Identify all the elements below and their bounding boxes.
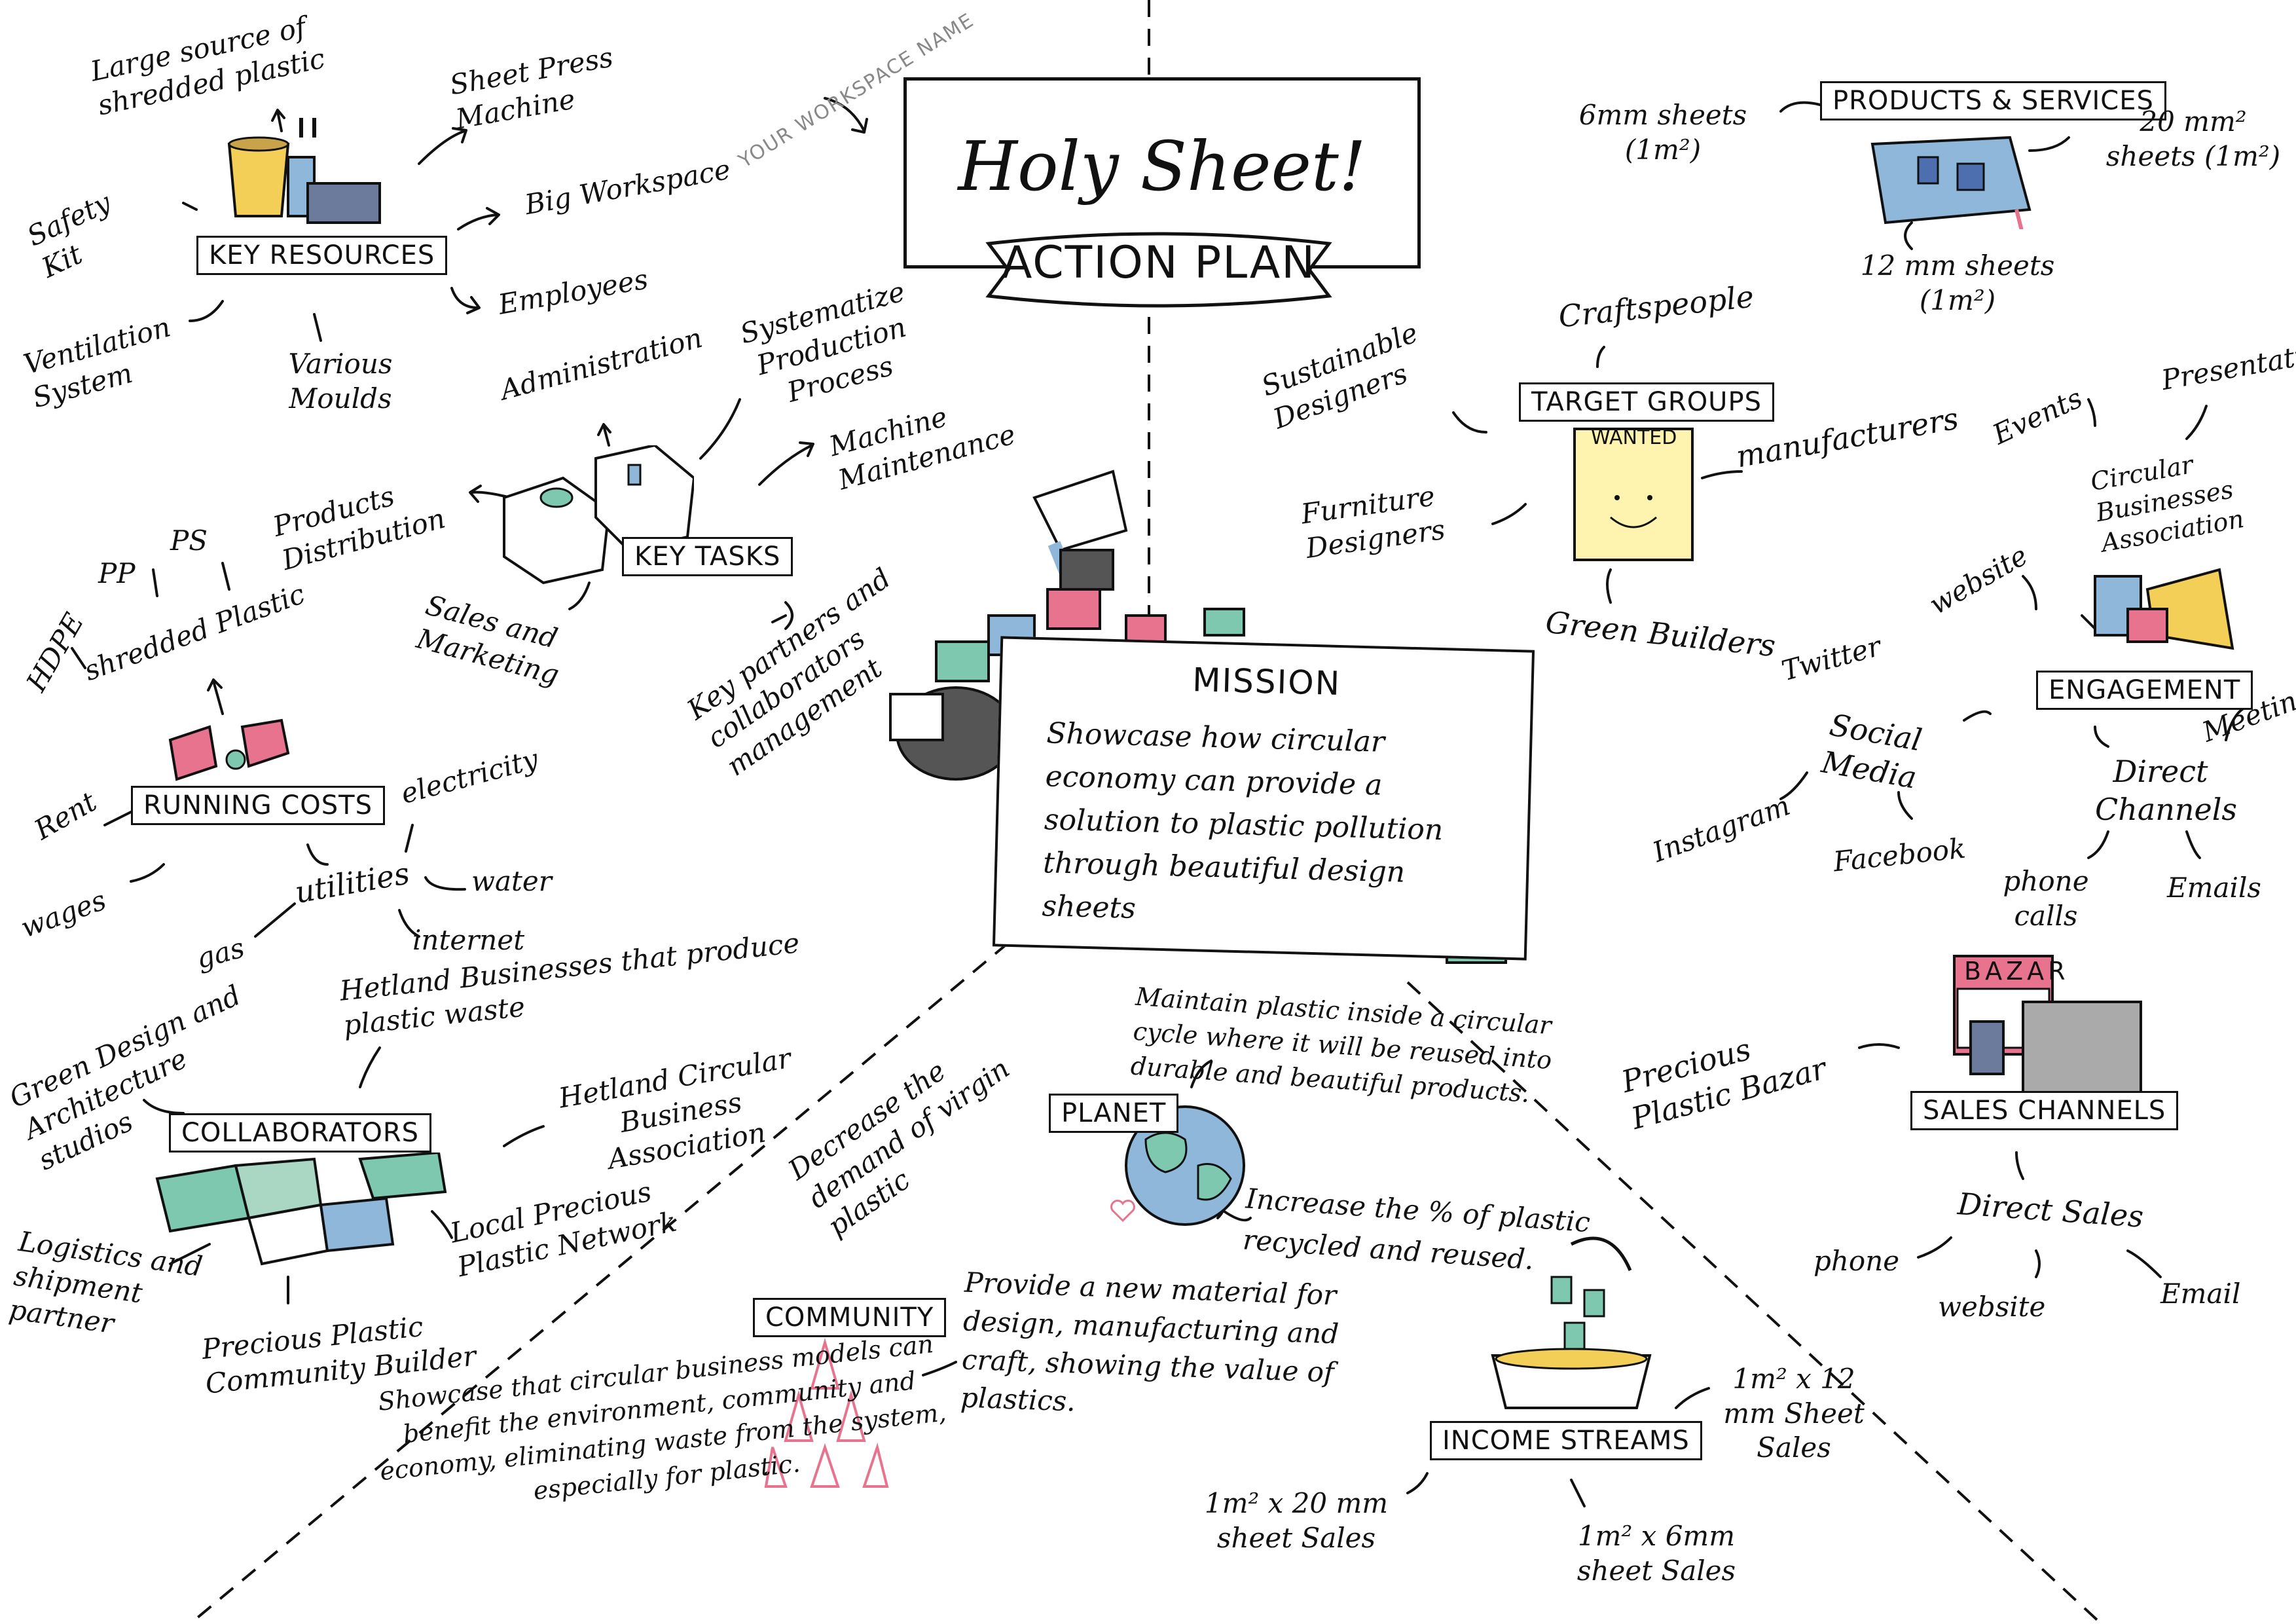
- heart-icon: [1110, 1200, 1135, 1222]
- income-6mm: 1m² x 6mm sheet Sales: [1576, 1520, 1736, 1587]
- engagement-label: ENGAGEMENT: [2036, 671, 2253, 710]
- sales-phone: phone: [1813, 1245, 1900, 1277]
- sales-email: Email: [2160, 1278, 2241, 1310]
- globe-icon: [1125, 1105, 1245, 1226]
- engagement-phone-calls: phone calls: [2003, 865, 2089, 932]
- puzzle-icon: [155, 1153, 447, 1266]
- community-new-material: Provide a new material for design, manuf…: [960, 1266, 1339, 1418]
- sheet-products-icon: [1870, 136, 2032, 229]
- engagement-emails: Emails: [2167, 872, 2261, 904]
- dice-icon: [503, 445, 694, 585]
- key-tasks-label: KEY TASKS: [622, 537, 793, 576]
- income-12mm: 1m² x 12 mm Sheet Sales: [1723, 1363, 1865, 1464]
- cost-ps: PS: [170, 525, 208, 557]
- mission-card: MISSION Showcase how circular economy ca…: [992, 636, 1535, 961]
- page-title: Holy Sheet!: [958, 126, 1366, 206]
- cost-water: water: [471, 865, 552, 897]
- ribbon-shape: [985, 232, 1332, 308]
- money-bathtub-icon: [1491, 1236, 1652, 1409]
- product-12mm: 12 mm sheets (1m²): [1860, 249, 2055, 316]
- planet-label: PLANET: [1049, 1094, 1179, 1133]
- action-plan-ribbon: ACTION PLAN: [1001, 237, 1317, 289]
- wanted-poster-icon: [1573, 428, 1694, 561]
- income-20mm: 1m² x 20 mm sheet Sales: [1204, 1487, 1389, 1554]
- piggy-bank-icon: [168, 718, 290, 781]
- mission-heading: MISSION: [1192, 661, 1341, 703]
- collaborators-label: COLLABORATORS: [169, 1113, 432, 1153]
- key-resources-label: KEY RESOURCES: [196, 236, 448, 275]
- resource-moulds: Various Moulds: [288, 348, 393, 415]
- products-services-label: PRODUCTS & SERVICES: [1820, 81, 2166, 120]
- sales-channels-label: SALES CHANNELS: [1910, 1091, 2179, 1130]
- bazar-sign: BAZAR: [1964, 957, 2069, 986]
- community-label: COMMUNITY: [753, 1298, 947, 1337]
- mission-statement: Showcase how circular economy can provid…: [1041, 716, 1444, 925]
- bucket-tools-icon: [227, 118, 381, 224]
- card-house-icon: [764, 1337, 889, 1488]
- wanted-poster-text: WANTED: [1591, 426, 1677, 449]
- target-groups-label: TARGET GROUPS: [1519, 382, 1774, 422]
- megaphone-icon: [2094, 568, 2234, 650]
- sales-website: website: [1938, 1291, 2046, 1323]
- engagement-direct-channels: Direct Channels: [2095, 754, 2238, 827]
- product-20mm: 20 mm² sheets (1m²): [2105, 105, 2281, 172]
- product-6mm: 6mm sheets (1m²): [1578, 99, 1747, 166]
- running-costs-label: RUNNING COSTS: [131, 786, 385, 825]
- cost-internet: internet: [412, 924, 525, 956]
- income-streams-label: INCOME STREAMS: [1430, 1421, 1702, 1460]
- cost-pp: PP: [98, 557, 136, 589]
